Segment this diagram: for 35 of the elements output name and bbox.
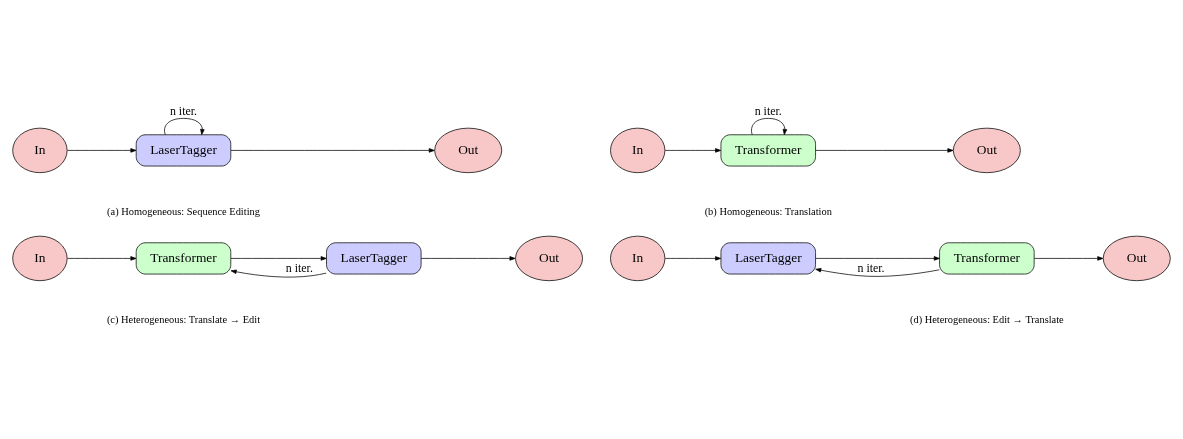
node-box: Transformer xyxy=(135,242,232,275)
arrow xyxy=(230,148,435,153)
arrow xyxy=(230,256,327,261)
edge-label: n iter. xyxy=(169,103,198,118)
arrow xyxy=(1034,256,1104,261)
arrow xyxy=(67,256,137,261)
node-box: LaserTagger xyxy=(326,242,422,275)
arrow xyxy=(420,256,516,261)
arrow xyxy=(815,268,940,277)
node-box: Transformer xyxy=(720,134,816,167)
edge-label: n iter. xyxy=(754,103,782,118)
node-box: LaserTagger xyxy=(135,134,232,167)
arrow xyxy=(664,256,722,261)
node-ellipse: In xyxy=(12,127,68,174)
node-ellipse: Out xyxy=(434,127,503,174)
edge-label: n iter. xyxy=(857,260,885,275)
edge-label: n iter. xyxy=(285,260,313,275)
arrow xyxy=(664,148,722,153)
node-ellipse: In xyxy=(12,235,68,282)
arrow xyxy=(815,256,940,261)
label: (d) Heterogeneous: Edit → Translate xyxy=(909,314,1064,325)
arrow xyxy=(164,118,205,135)
label: (c) Heterogeneous: Translate → Edit xyxy=(106,314,261,325)
label: (b) Homogeneous: Translation xyxy=(704,205,832,217)
node-box: LaserTagger xyxy=(720,242,816,275)
node-box: Transformer xyxy=(939,242,1035,275)
node-ellipse: In xyxy=(610,127,666,174)
node-ellipse: Out xyxy=(515,235,583,282)
arrow xyxy=(67,148,137,153)
arrow xyxy=(230,269,327,278)
node-ellipse: In xyxy=(610,235,666,282)
node-ellipse: Out xyxy=(1102,235,1171,282)
label: (a) Homogeneous: Sequence Editing xyxy=(107,205,260,217)
arrow xyxy=(815,148,954,153)
node-ellipse: Out xyxy=(952,127,1021,174)
